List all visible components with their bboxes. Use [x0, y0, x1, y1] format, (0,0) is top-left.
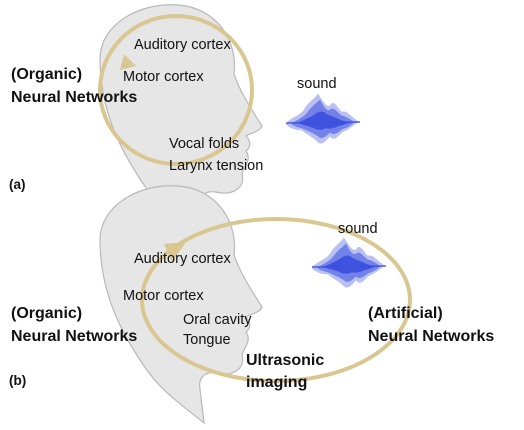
organic-nn-label-line1: (Organic)	[11, 305, 82, 322]
auditory-cortex-label: Auditory cortex	[134, 251, 231, 267]
organic-nn-label-line2: Neural Networks	[11, 328, 137, 345]
panel-a: Auditory cortex Motor cortex (Organic) N…	[9, 4, 361, 243]
loop-arrowhead-icon	[120, 54, 136, 70]
motor-cortex-label: Motor cortex	[123, 288, 204, 304]
panel-b-tag: (b)	[9, 373, 26, 388]
ultrasonic-imaging-label-line2: imaging	[246, 374, 307, 391]
sound-label: sound	[338, 221, 378, 237]
feedback-loop-ellipse	[140, 217, 412, 383]
larynx-tension-label: Larynx tension	[169, 158, 263, 174]
panel-b: sound Auditory cortex Motor cortex Oral …	[9, 185, 494, 424]
vocal-folds-label: Vocal folds	[169, 136, 239, 152]
organic-nn-label-line2: Neural Networks	[11, 89, 137, 106]
artificial-nn-label-line1: (Artificial)	[368, 305, 443, 322]
loop-arrowhead-icon	[164, 242, 186, 262]
ultrasonic-imaging-label-line1: Ultrasonic	[246, 352, 324, 369]
artificial-nn-label-line2: Neural Networks	[368, 328, 494, 345]
panel-a-tag: (a)	[9, 177, 26, 192]
feedback-loop-circle	[98, 14, 254, 166]
sound-waveform-icon	[285, 93, 361, 145]
sound-label: sound	[297, 76, 337, 92]
motor-cortex-label: Motor cortex	[123, 69, 204, 85]
oral-cavity-label: Oral cavity	[183, 312, 252, 328]
organic-nn-label-line1: (Organic)	[11, 66, 82, 83]
tongue-label: Tongue	[183, 332, 231, 348]
auditory-cortex-label: Auditory cortex	[134, 37, 231, 53]
